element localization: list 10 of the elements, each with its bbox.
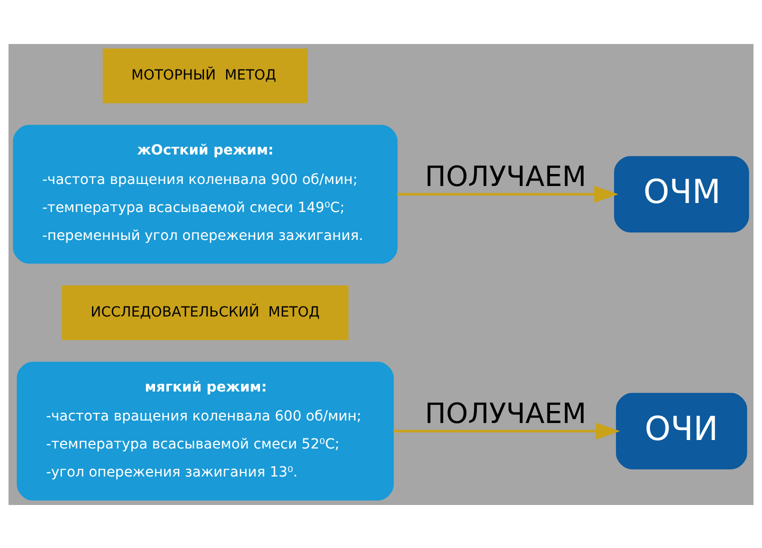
node-box: ОЧМ: [614, 156, 750, 232]
arrow: [397, 185, 618, 202]
node-box: жОсткий режим: -частота вращения коленвала 900 об/мин; -температура всасываемой смеси 149⁰С; -переменный угол опережения зажигания.: [12, 124, 398, 264]
edge-label: ПОЛУЧАЕМ: [424, 396, 586, 430]
edge-label: ПОЛУЧАЕМ: [424, 160, 586, 193]
arrow: [393, 422, 620, 440]
node-box: ИССЛЕДОВАТЕЛЬСКИЙ МЕТОД: [62, 284, 349, 340]
node-box: МОТОРНЫЙ МЕТОД: [102, 48, 308, 103]
node-box: мягкий режим: -частота вращения коленвала 600 об/мин; -температура всасываемой смеси 52⁰С; -угол опережения зажигания 13⁰.: [16, 361, 394, 500]
node-box: ОЧИ: [616, 392, 748, 469]
